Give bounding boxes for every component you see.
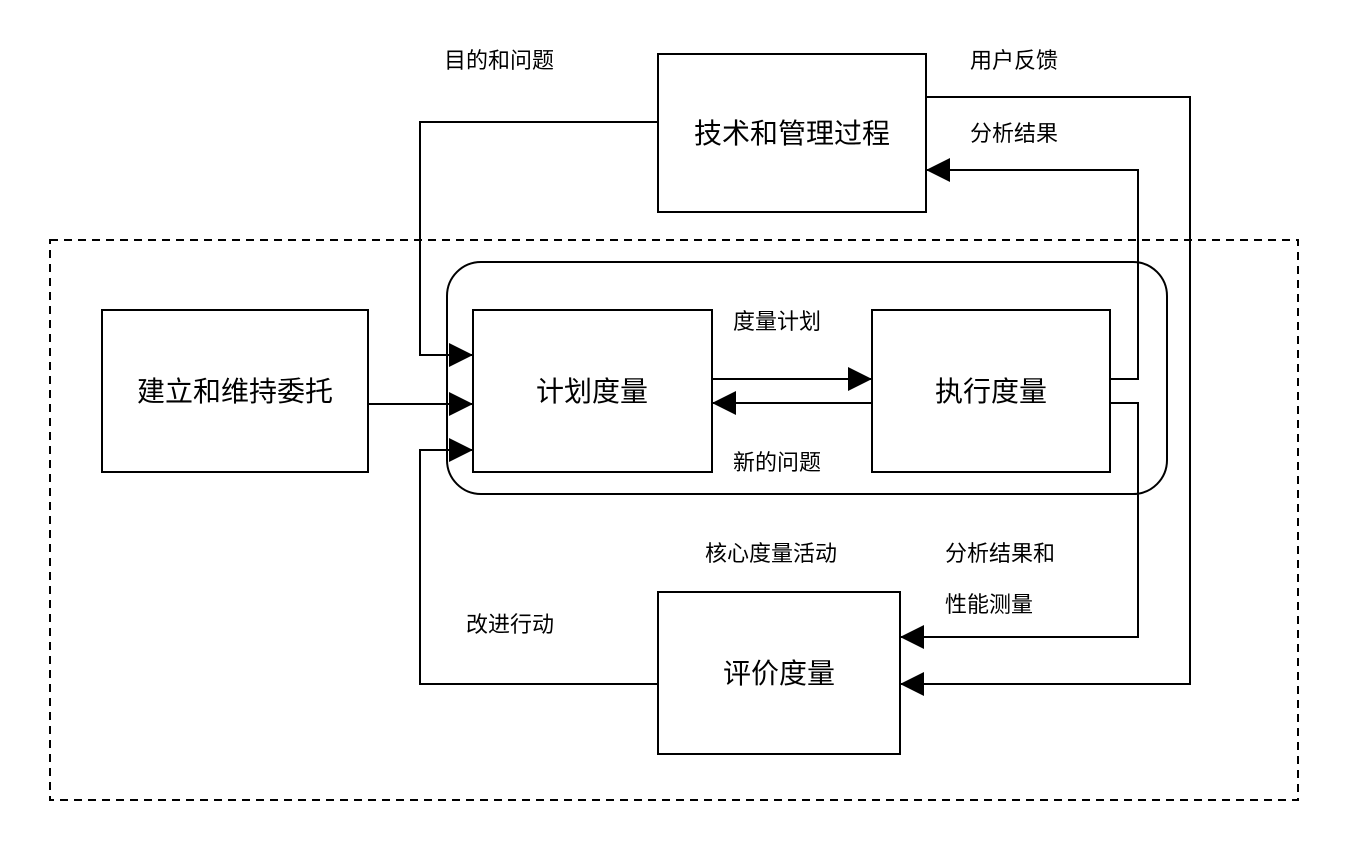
node-establish-label: 建立和维持委托 (137, 375, 333, 408)
node-tech-mgmt: 技术和管理过程 (657, 53, 927, 213)
node-plan: 计划度量 (472, 309, 713, 473)
edge-execute-to-evaluate (900, 402, 1139, 649)
label-goals-and-questions: 目的和问题 (444, 49, 554, 74)
measurement-scope-boundary (49, 239, 1299, 801)
label-improvement-actions: 改进行动 (466, 613, 554, 638)
label-core-measurement-activities: 核心度量活动 (705, 542, 837, 567)
node-evaluate-label: 评价度量 (723, 657, 835, 690)
node-evaluate: 评价度量 (657, 591, 901, 755)
label-analysis-results: 分析结果 (970, 122, 1058, 147)
edge-improve-to-plan (419, 438, 658, 685)
label-analysis-and-performance-line2: 性能测量 (945, 593, 1033, 618)
node-tech-mgmt-label: 技术和管理过程 (694, 117, 890, 150)
label-user-feedback: 用户反馈 (970, 49, 1058, 74)
edge-execute-to-techmgmt (926, 158, 1139, 380)
node-plan-label: 计划度量 (536, 375, 648, 408)
label-measurement-plan: 度量计划 (733, 310, 821, 335)
edge-feedback-to-evaluate (900, 96, 1191, 696)
label-new-questions: 新的问题 (733, 451, 821, 476)
node-execute-label: 执行度量 (935, 375, 1047, 408)
node-establish: 建立和维持委托 (101, 309, 369, 473)
edge-goals-to-plan (419, 121, 658, 367)
label-analysis-and-performance-line1: 分析结果和 (945, 542, 1055, 567)
node-execute: 执行度量 (871, 309, 1111, 473)
core-activities-container (446, 261, 1168, 495)
